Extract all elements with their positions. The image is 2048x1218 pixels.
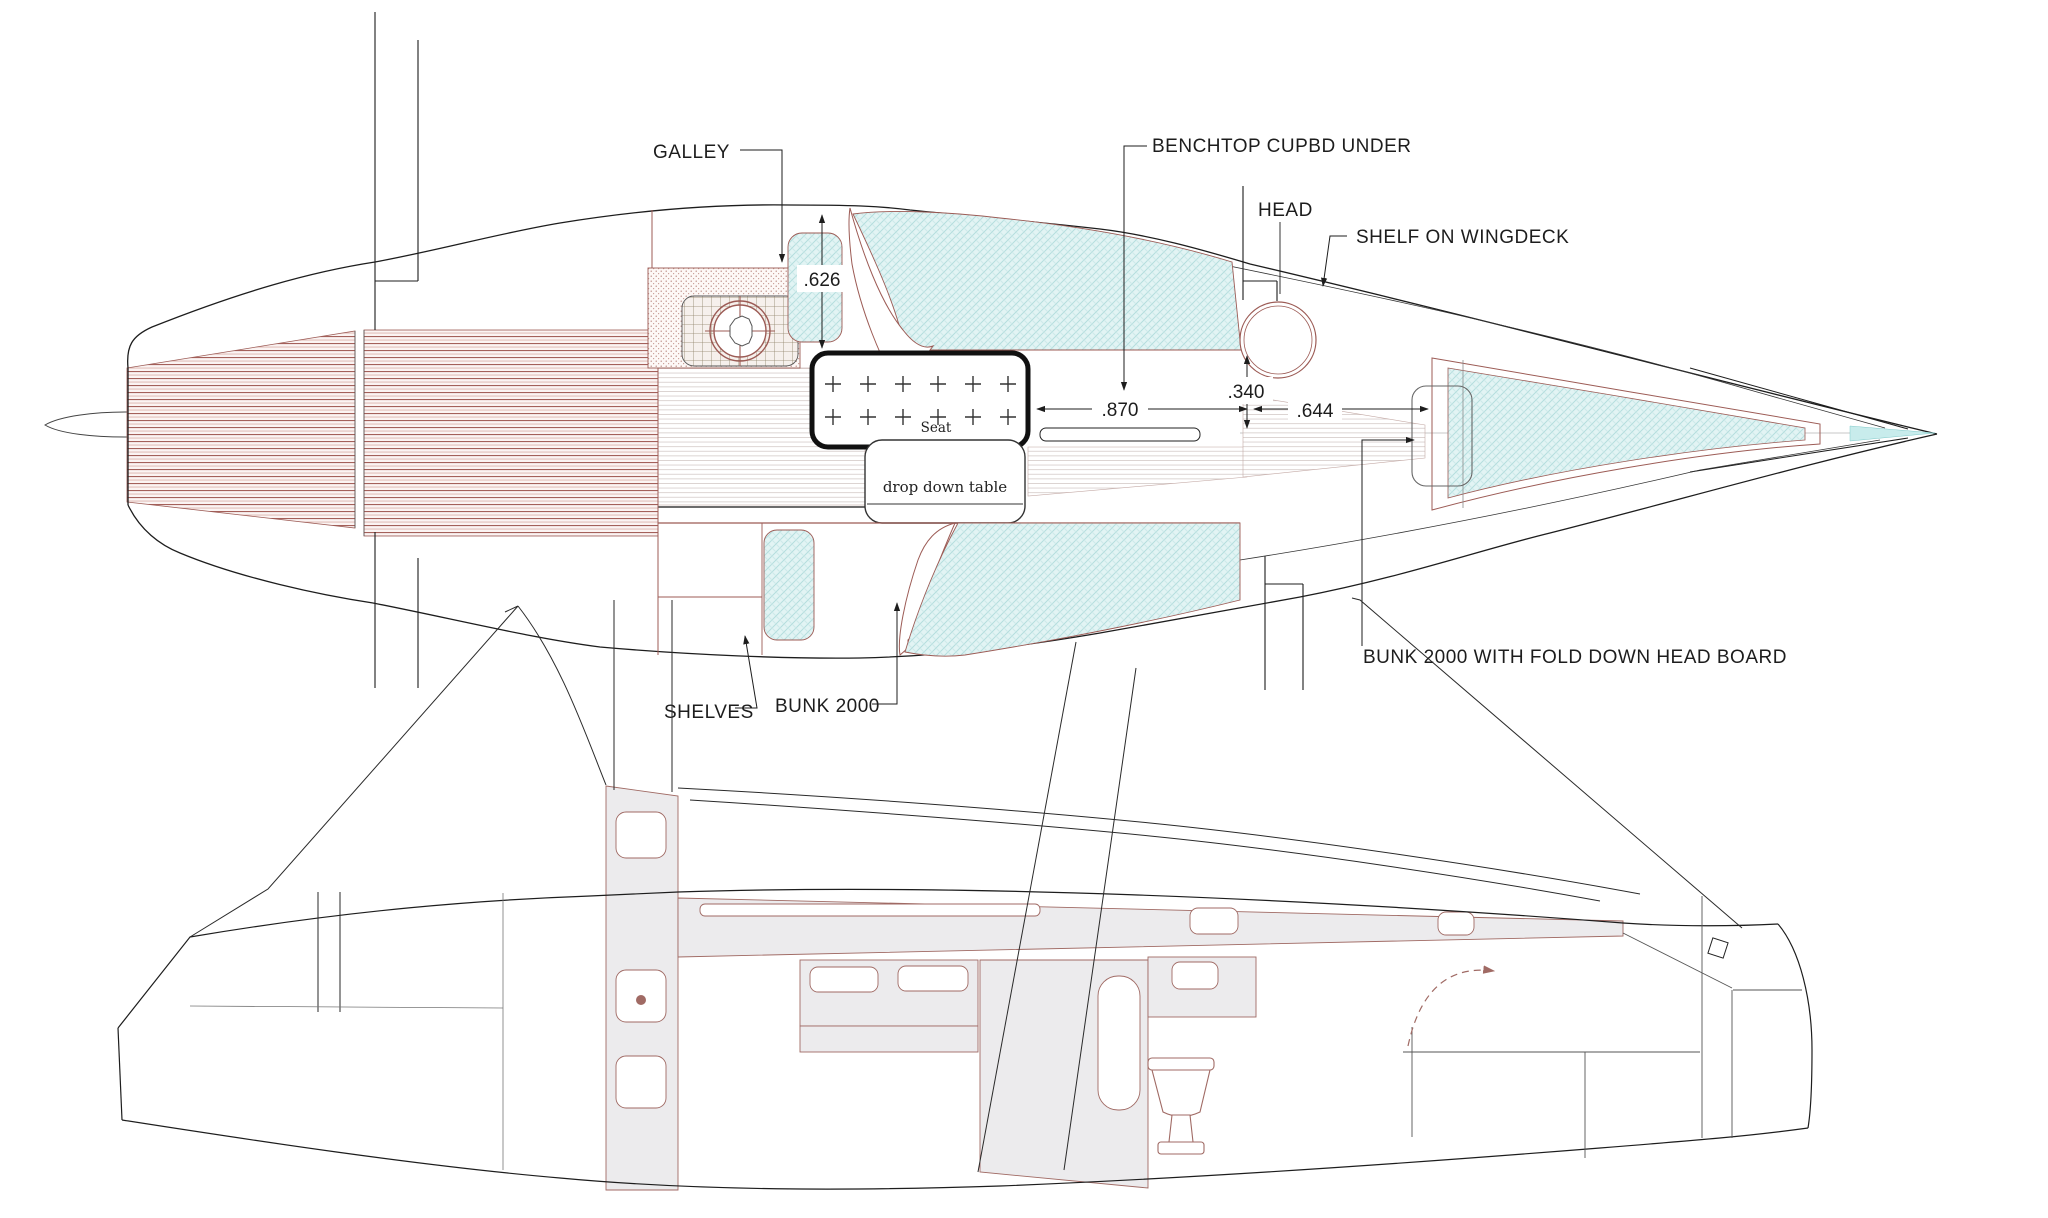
- saloon-panel-lower: [799, 1025, 979, 1053]
- toilet-profile: [1147, 1057, 1215, 1155]
- bunk-forward-vberth: [1411, 357, 1821, 511]
- plan-labels: [735, 145, 1415, 709]
- dim-bunk-width: .626: [804, 270, 841, 291]
- head-toilet-plan: [1239, 301, 1317, 379]
- cockpit-sole-line: [189, 1005, 504, 1009]
- rudder-stock-lines: [317, 892, 341, 1012]
- seat: Seat: [809, 350, 1031, 450]
- cushion-shelves-end: [763, 529, 815, 641]
- side-windows: [615, 811, 1475, 1111]
- hull-profile: [117, 888, 1813, 1190]
- leader-shelf-wingdeck: [1321, 235, 1347, 287]
- leader-galley: [740, 149, 786, 263]
- dimension-870: .870: [1036, 396, 1248, 422]
- label-bunk-port: BUNK 2000: [775, 696, 880, 717]
- bunk-port-cushion: [904, 522, 1241, 657]
- galley-unit: [647, 210, 801, 655]
- fold-down-head-board: [1411, 385, 1473, 487]
- drop-down-table: drop down table: [864, 439, 1026, 524]
- plan-view: Seat drop down table: [44, 12, 1938, 723]
- dimension-340: .340: [1221, 355, 1273, 429]
- leader-benchtop: [1120, 145, 1147, 391]
- galley-stove-burner: [705, 296, 775, 366]
- dim-benchtop-length: .870: [1102, 400, 1139, 421]
- label-galley: GALLEY: [653, 142, 730, 163]
- leader-bunk-forward: [1361, 436, 1415, 646]
- dimension-626: .626: [797, 214, 848, 349]
- leader-bunk-port: [872, 602, 901, 705]
- dimension-644: .644: [1253, 397, 1429, 423]
- benchtop-slider: [1039, 427, 1201, 442]
- side-elevation: [117, 597, 1813, 1191]
- dim-walkway-width: .340: [1228, 382, 1265, 403]
- mast-uprights: [613, 600, 673, 792]
- seat-label: Seat: [921, 420, 952, 436]
- headboard-swing-arc: [1407, 965, 1496, 1047]
- mast-line-aft: [977, 641, 1077, 1173]
- bow-structure: [1403, 896, 1802, 1158]
- label-bunk-forward: BUNK 2000 WITH FOLD DOWN HEAD BOARD: [1363, 647, 1787, 668]
- bow-tip: [1849, 425, 1936, 442]
- leader-shelves: [735, 635, 758, 709]
- drop-down-table-label: drop down table: [883, 478, 1007, 496]
- panel-fastener: [636, 995, 646, 1005]
- label-shelf-wingdeck: SHELF ON WINGDECK: [1356, 227, 1569, 248]
- roof-and-rig: [189, 597, 1743, 1173]
- forestay-fitting: [1707, 937, 1729, 959]
- label-head: HEAD: [1258, 200, 1313, 221]
- forestay: [1351, 597, 1743, 929]
- crossbeams: [374, 12, 1304, 690]
- mast-line-fwd: [1063, 667, 1137, 1171]
- seat-tufting-marks: [825, 376, 1016, 425]
- inner-gunwale-lines: [1159, 251, 1886, 561]
- label-benchtop: BENCHTOP CUPBD UNDER: [1152, 136, 1412, 157]
- dim-head-to-bunk: .644: [1297, 401, 1334, 422]
- label-shelves: SHELVES: [664, 702, 754, 723]
- cockpit-deck-slats: [126, 329, 659, 537]
